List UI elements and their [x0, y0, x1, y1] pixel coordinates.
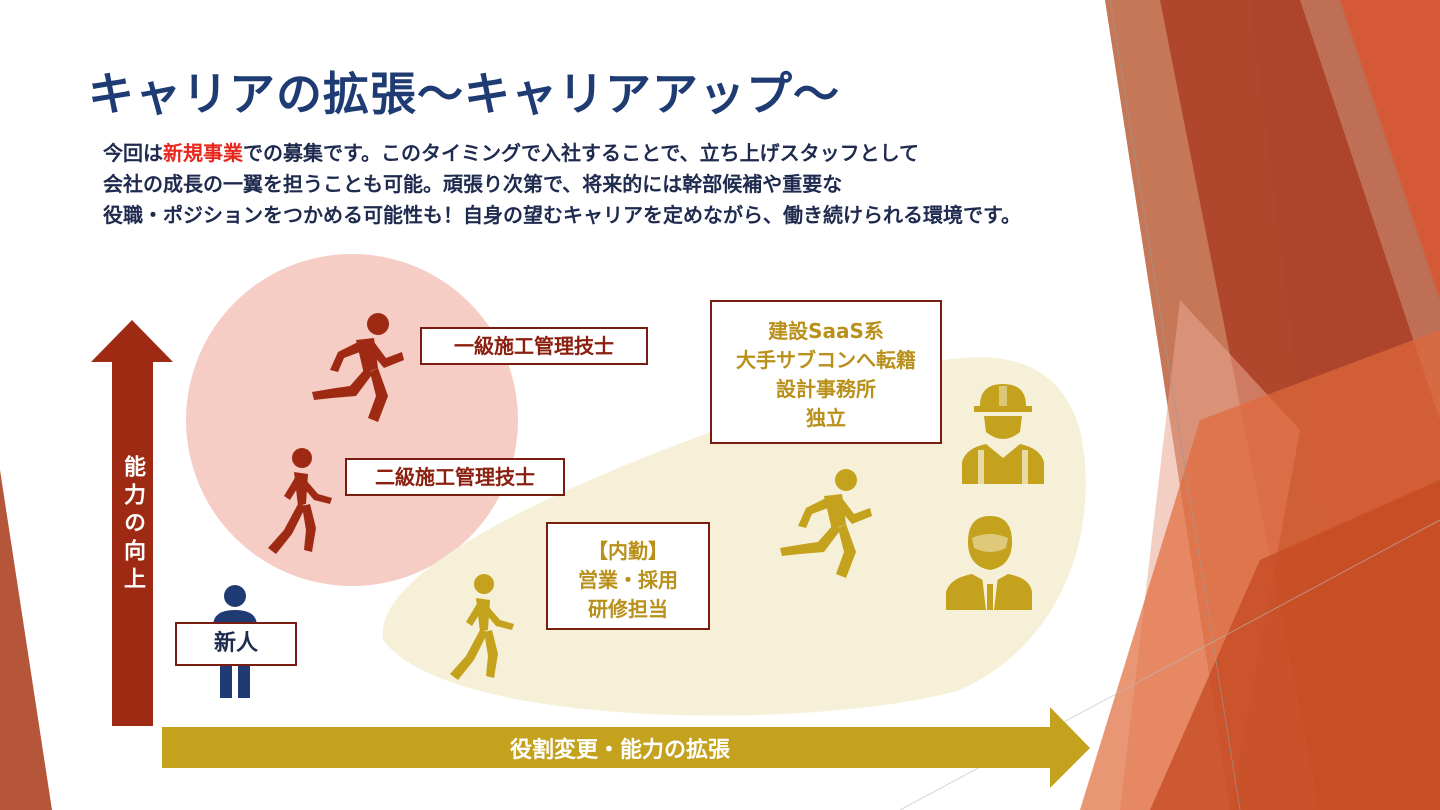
horizontal-arrow [162, 707, 1090, 788]
intro-line-3: 役職・ポジションをつかめる可能性も！自身の望むキャリアを定めながら、働き続けられ… [103, 203, 1021, 227]
label-grade1-manager: 一級施工管理技士 [420, 327, 648, 365]
intro-line-2: 会社の成長の一翼を担うことも可能。頑張り次第で、将来的には幹部候補や重要な [103, 172, 843, 196]
walker-icon [268, 448, 332, 554]
walker-icon [450, 574, 514, 680]
vertical-arrow [91, 320, 173, 726]
label-newcomer: 新人 [175, 622, 297, 666]
runner-icon [312, 313, 404, 422]
highlight-new-business: 新規事業 [163, 141, 243, 165]
businessman-icon [946, 516, 1032, 610]
vertical-axis-label: 能力の向上 [120, 455, 145, 595]
page-title: キャリアの拡張～キャリアアップ～ [88, 67, 840, 121]
label-internal-roles: 【内勤】 営業・採用 研修担当 [546, 522, 710, 630]
label-grade2-manager: 二級施工管理技士 [345, 458, 565, 496]
runner-icon [780, 469, 872, 578]
worker-helmet-icon [962, 384, 1044, 484]
intro-line-1: 今回は新規事業での募集です。このタイミングで入社することで、立ち上げスタッフとし… [103, 141, 919, 165]
intro-text: 今回は新規事業での募集です。このタイミングで入社することで、立ち上げスタッフとし… [103, 138, 1021, 231]
label-career-options: 建設SaaS系 大手サブコンへ転籍 設計事務所 独立 [710, 300, 942, 444]
horizontal-axis-label: 役割変更・能力の拡張 [509, 738, 730, 763]
